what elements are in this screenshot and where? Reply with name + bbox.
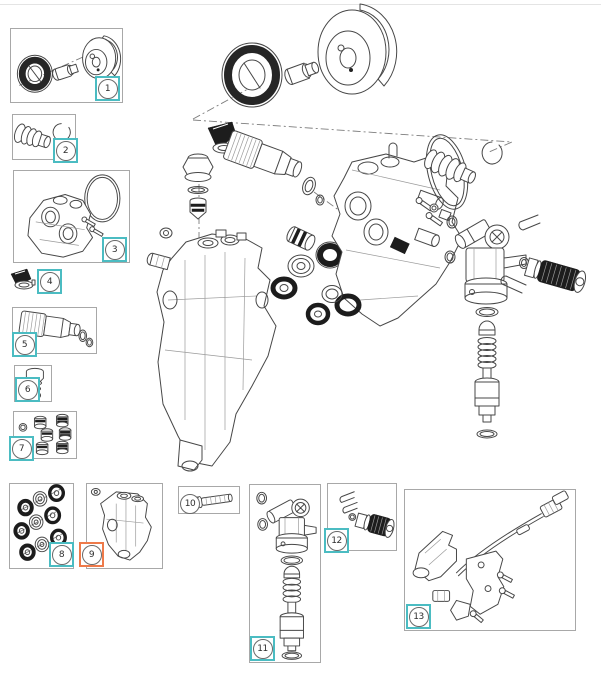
- callout-3-number: 3: [104, 239, 125, 260]
- o-ring-small-illustration: [315, 194, 325, 206]
- outlet-fitting-illustration: [523, 257, 587, 293]
- parts-box-7[interactable]: [13, 411, 77, 459]
- callout-6-number: 6: [17, 379, 38, 400]
- seal-cluster-illustration: [270, 226, 345, 300]
- callout-10[interactable]: 10: [180, 494, 200, 514]
- callout-11-number: 11: [252, 638, 273, 659]
- shaft-illustration: [284, 61, 320, 85]
- parts-box-8[interactable]: [9, 483, 74, 569]
- seal-kit-illustration: [13, 484, 67, 561]
- outlet-fitting-kit-illustration: [339, 491, 395, 538]
- swash-plate-illustration: [317, 3, 398, 95]
- callout-13[interactable]: 13: [406, 604, 431, 629]
- c-clip-illustration: [481, 141, 503, 165]
- callout-4-number: 4: [39, 271, 60, 292]
- callout-1-number: 1: [97, 78, 118, 99]
- callout-7-number: 7: [11, 438, 32, 459]
- callout-10-number: 10: [180, 494, 200, 514]
- suction-fitting-kit-illustration: [18, 310, 94, 348]
- callout-12-number: 12: [326, 530, 347, 551]
- callout-13-number: 13: [408, 606, 429, 627]
- callout-4[interactable]: 4: [37, 269, 62, 294]
- callout-3[interactable]: 3: [102, 237, 127, 262]
- plunger-clip-kit-illustration: [13, 123, 71, 149]
- callout-12[interactable]: 12: [324, 528, 349, 553]
- callout-11[interactable]: 11: [250, 636, 275, 661]
- pump-head-illustration: [305, 142, 463, 327]
- small-nuts-illustration: [429, 203, 452, 221]
- callout-5[interactable]: 5: [12, 332, 37, 357]
- callout-1[interactable]: 1: [95, 76, 120, 101]
- callout-7[interactable]: 7: [9, 436, 34, 461]
- plunger-illustration: [424, 149, 476, 184]
- part-4[interactable]: [8, 266, 38, 294]
- harness-bracket-kit-illustration: [412, 490, 569, 624]
- parts-box-13[interactable]: [404, 489, 576, 631]
- parts-box-3[interactable]: [13, 170, 130, 263]
- manifold-illustration: [90, 488, 152, 561]
- callout-5-number: 5: [14, 334, 35, 355]
- washer-illustration: [302, 176, 316, 196]
- crankcase-illustration: [146, 227, 277, 472]
- valve-kit-illustration: [18, 413, 72, 456]
- bearing-illustration: [221, 42, 283, 108]
- callout-9[interactable]: 9: [79, 542, 104, 567]
- unloader-kit-illustration: [256, 491, 317, 660]
- pump-head-kit-illustration: [27, 174, 121, 258]
- callout-8[interactable]: 8: [49, 542, 74, 567]
- callout-9-number: 9: [81, 544, 102, 565]
- callout-2[interactable]: 2: [53, 138, 78, 163]
- unloader-illustration: [444, 214, 541, 305]
- callout-8-number: 8: [51, 544, 72, 565]
- callout-6[interactable]: 6: [15, 377, 40, 402]
- suction-fitting-illustration: [223, 130, 303, 178]
- parts-box-11[interactable]: [249, 484, 321, 663]
- hex-plug-valve-illustration: [182, 153, 214, 220]
- cone-part-illustration: [10, 268, 36, 290]
- callout-2-number: 2: [55, 140, 76, 161]
- unloader-internals-illustration: [474, 307, 500, 439]
- top-divider: [0, 4, 601, 5]
